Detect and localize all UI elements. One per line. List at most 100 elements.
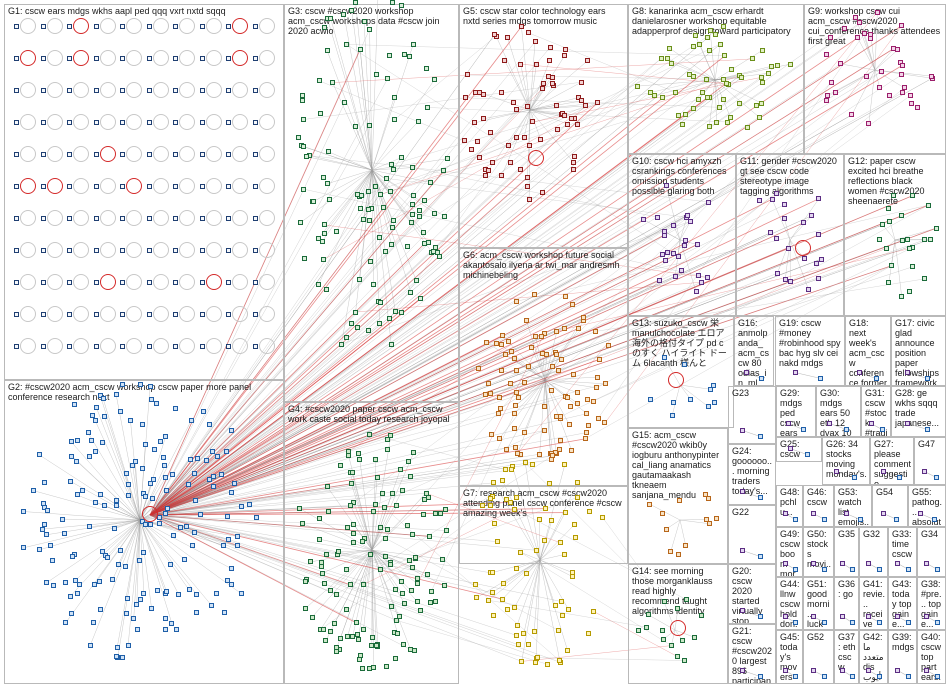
node xyxy=(125,596,130,601)
node xyxy=(811,511,816,516)
self-loop xyxy=(232,82,248,98)
node xyxy=(579,98,584,103)
node xyxy=(226,88,231,93)
node xyxy=(253,120,258,125)
node xyxy=(303,606,308,611)
node xyxy=(388,433,393,438)
node xyxy=(559,599,564,604)
node xyxy=(226,248,231,253)
node xyxy=(497,436,502,441)
node xyxy=(594,385,599,390)
node xyxy=(317,516,322,521)
node xyxy=(558,540,563,545)
node xyxy=(850,674,855,679)
node xyxy=(408,290,413,295)
node xyxy=(514,390,519,395)
node xyxy=(325,484,330,489)
node xyxy=(822,620,827,625)
node xyxy=(366,207,371,212)
group-label-g28: G28: ge wkhs sqqq trade japanese... xyxy=(895,388,943,428)
node xyxy=(900,90,905,95)
node xyxy=(585,58,590,63)
node xyxy=(900,238,905,243)
self-loop xyxy=(100,18,116,34)
group-label-g13: G13: suzuko_cscw 栄 manulchocolate エロア 海外… xyxy=(632,318,731,368)
node xyxy=(569,116,574,121)
node xyxy=(173,120,178,125)
node xyxy=(664,527,669,532)
node xyxy=(542,404,547,409)
node xyxy=(647,502,652,507)
node xyxy=(173,406,178,411)
self-loop xyxy=(73,178,89,194)
node xyxy=(499,368,504,373)
node xyxy=(788,62,793,67)
node xyxy=(239,591,244,596)
node xyxy=(866,668,871,673)
node xyxy=(842,26,847,31)
node xyxy=(389,342,394,347)
self-loop xyxy=(100,242,116,258)
node xyxy=(554,329,559,334)
self-loop-hub xyxy=(142,506,158,522)
self-loop xyxy=(259,274,275,290)
node xyxy=(229,490,234,495)
node xyxy=(721,24,726,29)
node xyxy=(356,637,361,642)
node xyxy=(675,606,680,611)
self-loop xyxy=(179,306,195,322)
node xyxy=(648,397,653,402)
node xyxy=(816,196,821,201)
node xyxy=(14,184,19,189)
node xyxy=(322,222,327,227)
node xyxy=(194,610,199,615)
node xyxy=(115,645,120,650)
node xyxy=(149,397,154,402)
node xyxy=(473,582,478,587)
node xyxy=(793,620,798,625)
node xyxy=(906,620,911,625)
group-label-g12: G12: paper cscw excited hci breathe refl… xyxy=(848,156,943,206)
node xyxy=(819,257,824,262)
self-loop xyxy=(153,306,169,322)
group-panel-g49: G49: cscw boom morni... xyxy=(776,527,803,577)
node xyxy=(161,455,166,460)
node xyxy=(120,120,125,125)
node xyxy=(321,175,326,180)
self-loop xyxy=(259,306,275,322)
group-panel-g29: G29: mdgs ped cscw ears scanner join... xyxy=(776,386,816,437)
node xyxy=(540,86,545,91)
node xyxy=(542,538,547,543)
group-label-g50: G50: stocks movi... summ... cscw... xyxy=(807,529,831,577)
node xyxy=(405,244,410,249)
node xyxy=(207,422,212,427)
node xyxy=(173,24,178,29)
node xyxy=(600,515,605,520)
self-loop xyxy=(73,210,89,226)
node xyxy=(94,56,99,61)
node xyxy=(339,342,344,347)
node xyxy=(378,525,383,530)
node xyxy=(524,571,529,576)
node xyxy=(895,561,900,566)
node xyxy=(353,0,358,5)
node xyxy=(444,528,449,533)
node xyxy=(769,64,774,69)
group-panel-g13: G13: suzuko_cscw 栄 manulchocolate エロア 海外… xyxy=(628,316,734,428)
node xyxy=(148,384,153,389)
node xyxy=(548,45,553,50)
node xyxy=(935,674,940,679)
node xyxy=(515,623,520,628)
node xyxy=(862,31,867,36)
node xyxy=(934,226,939,231)
node xyxy=(385,447,390,452)
node xyxy=(296,135,301,140)
node xyxy=(924,614,929,619)
node xyxy=(866,561,871,566)
node xyxy=(526,364,531,369)
node xyxy=(198,512,203,517)
self-loop xyxy=(126,274,142,290)
node xyxy=(522,135,527,140)
node xyxy=(899,23,904,28)
self-loop xyxy=(179,50,195,66)
